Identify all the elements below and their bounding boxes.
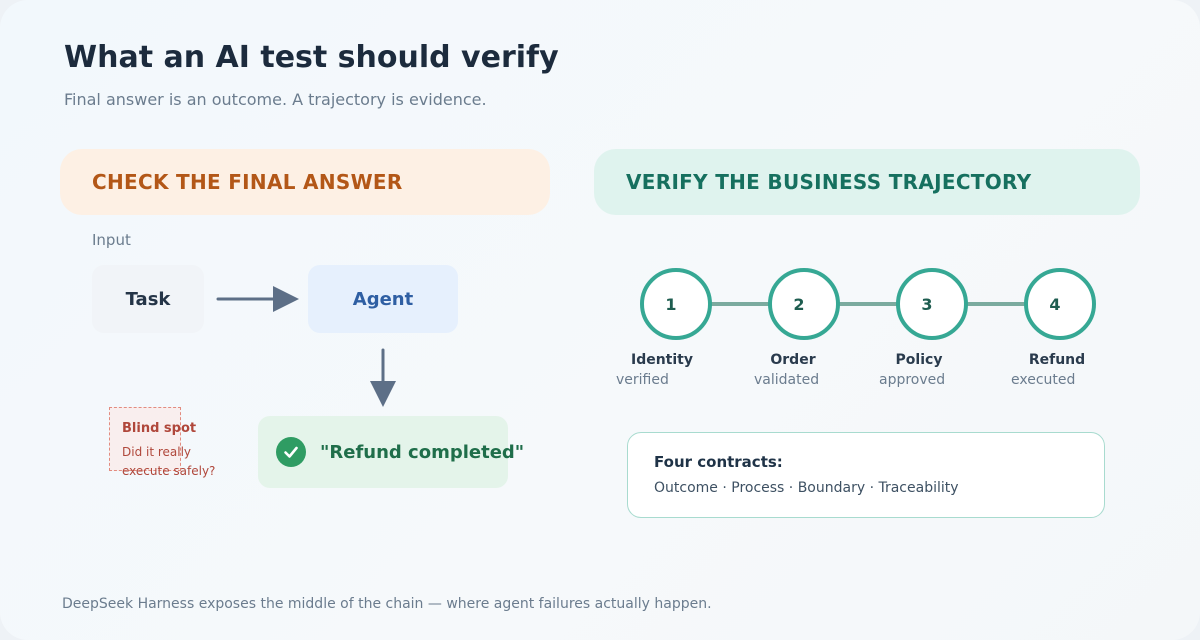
- step-number-3: 3: [921, 295, 932, 314]
- trajectory-heading: VERIFY THE BUSINESS TRAJECTORY: [594, 149, 1140, 215]
- agent-box: Agent: [308, 265, 458, 333]
- agent-label: Agent: [352, 288, 414, 310]
- step-sub-1: verified: [616, 372, 669, 388]
- step-circle-3: [896, 268, 968, 340]
- step-label-2: Order: [770, 352, 816, 368]
- step-label-1: Identity: [630, 352, 693, 368]
- step-circle-4: [1024, 268, 1096, 340]
- blind-spot-line-1: Did it really: [122, 445, 192, 459]
- arrow-right-icon: [216, 286, 299, 312]
- step-number-1: 1: [665, 295, 676, 314]
- task-label: Task: [125, 288, 171, 310]
- final-answer-heading: CHECK THE FINAL ANSWER: [60, 149, 550, 215]
- step-sub-4: executed: [1011, 372, 1076, 388]
- contracts-box: [627, 432, 1105, 518]
- step-circle-1: [640, 268, 712, 340]
- check-circle-icon: [276, 437, 306, 467]
- contracts-title: Four contracts:: [654, 453, 783, 471]
- result-label: "Refund completed": [320, 441, 525, 463]
- page-subtitle: Final answer is an outcome. A trajectory…: [64, 90, 487, 109]
- footer-note: DeepSeek Harness exposes the middle of t…: [62, 596, 712, 612]
- trajectory-heading-text: VERIFY THE BUSINESS TRAJECTORY: [626, 170, 1032, 194]
- result-box: "Refund completed": [258, 416, 524, 488]
- final-answer-heading-text: CHECK THE FINAL ANSWER: [92, 170, 403, 194]
- step-circle-2: [768, 268, 840, 340]
- step-number-4: 4: [1049, 295, 1060, 314]
- step-number-2: 2: [793, 295, 804, 314]
- page-title: What an AI test should verify: [64, 40, 559, 75]
- input-label: Input: [92, 231, 131, 249]
- contracts-text: Outcome · Process · Boundary · Traceabil…: [654, 480, 959, 496]
- task-box: Task: [92, 265, 204, 333]
- blind-spot-box: [109, 407, 181, 471]
- arrow-down-icon: [370, 348, 396, 407]
- step-sub-3: approved: [879, 372, 946, 388]
- step-label-4: Refund: [1028, 352, 1086, 368]
- step-label-3: Policy: [895, 352, 943, 368]
- step-sub-2: validated: [754, 372, 820, 388]
- blind-spot-line-2: execute safely?: [122, 464, 216, 478]
- blind-spot-title: Blind spot: [122, 421, 197, 436]
